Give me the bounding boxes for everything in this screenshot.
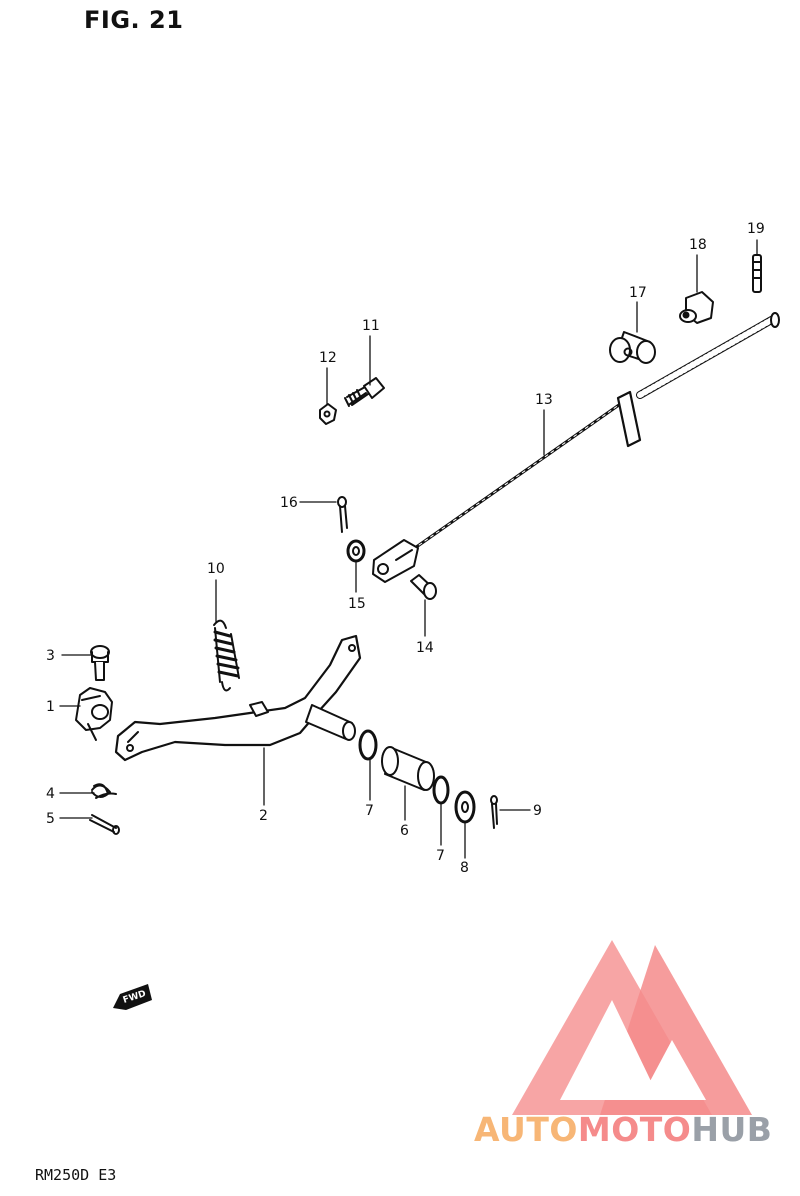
part-19-bolt: [752, 254, 762, 293]
callout-15: 15: [348, 596, 366, 612]
callout-14: 14: [416, 640, 434, 656]
part-7-washer-b: [432, 775, 450, 805]
callout-6: 6: [400, 823, 409, 839]
fwd-arrow-icon: FWD: [113, 984, 152, 1010]
part-17-joint: [609, 331, 656, 364]
part-6-bushing: [381, 746, 435, 791]
callout-3: 3: [46, 648, 55, 664]
callout-18: 18: [689, 237, 707, 253]
part-15-washer: [346, 539, 366, 563]
callout-11: 11: [362, 318, 380, 334]
callout-9: 9: [533, 803, 542, 819]
callout-19: 19: [747, 221, 765, 237]
callout-7b: 7: [436, 848, 445, 864]
part-7-washer-a: [358, 729, 378, 761]
part-9-cotter-pin: [490, 795, 498, 829]
part-14-pin: [410, 574, 437, 600]
leader-lines: [59, 239, 758, 859]
part-1-bracket: [75, 687, 113, 741]
watermark-text: AUTOMOTOHUB: [474, 1110, 772, 1149]
model-code: RM250D E3: [35, 1166, 117, 1184]
watermark-logo-icon: [512, 940, 752, 1115]
watermark-part-2: MOTO: [577, 1110, 692, 1149]
part-12-nut: [319, 403, 337, 425]
callout-16: 16: [280, 495, 298, 511]
part-10-spring: [213, 619, 240, 692]
part-2-brake-pedal: [114, 634, 362, 762]
callout-7a: 7: [365, 803, 374, 819]
callout-5: 5: [46, 811, 55, 827]
callout-labels: 1 2 3 4 5 6 7 7 8 9 10 11 12 13 14 15 16…: [46, 221, 765, 876]
callout-1: 1: [46, 699, 55, 715]
part-5-cotter-pin: [89, 814, 120, 835]
part-11-bolt: [344, 377, 385, 407]
callout-10: 10: [207, 561, 225, 577]
part-8-washer: [454, 790, 476, 824]
part-16-cotter-pin: [337, 496, 348, 533]
callout-13: 13: [535, 392, 553, 408]
watermark-part-3: HUB: [691, 1110, 773, 1149]
part-18-nut: [679, 291, 714, 324]
callout-17: 17: [629, 285, 647, 301]
callout-4: 4: [46, 786, 55, 802]
watermark-part-1: AUTO: [474, 1110, 578, 1149]
part-3-bolt: [90, 645, 110, 681]
part-13-brake-rod: [372, 312, 780, 583]
callout-8: 8: [460, 860, 469, 876]
part-4-spring: [91, 783, 117, 799]
figure-title: FIG. 21: [84, 6, 184, 34]
callout-12: 12: [319, 350, 337, 366]
callout-2: 2: [259, 808, 268, 824]
